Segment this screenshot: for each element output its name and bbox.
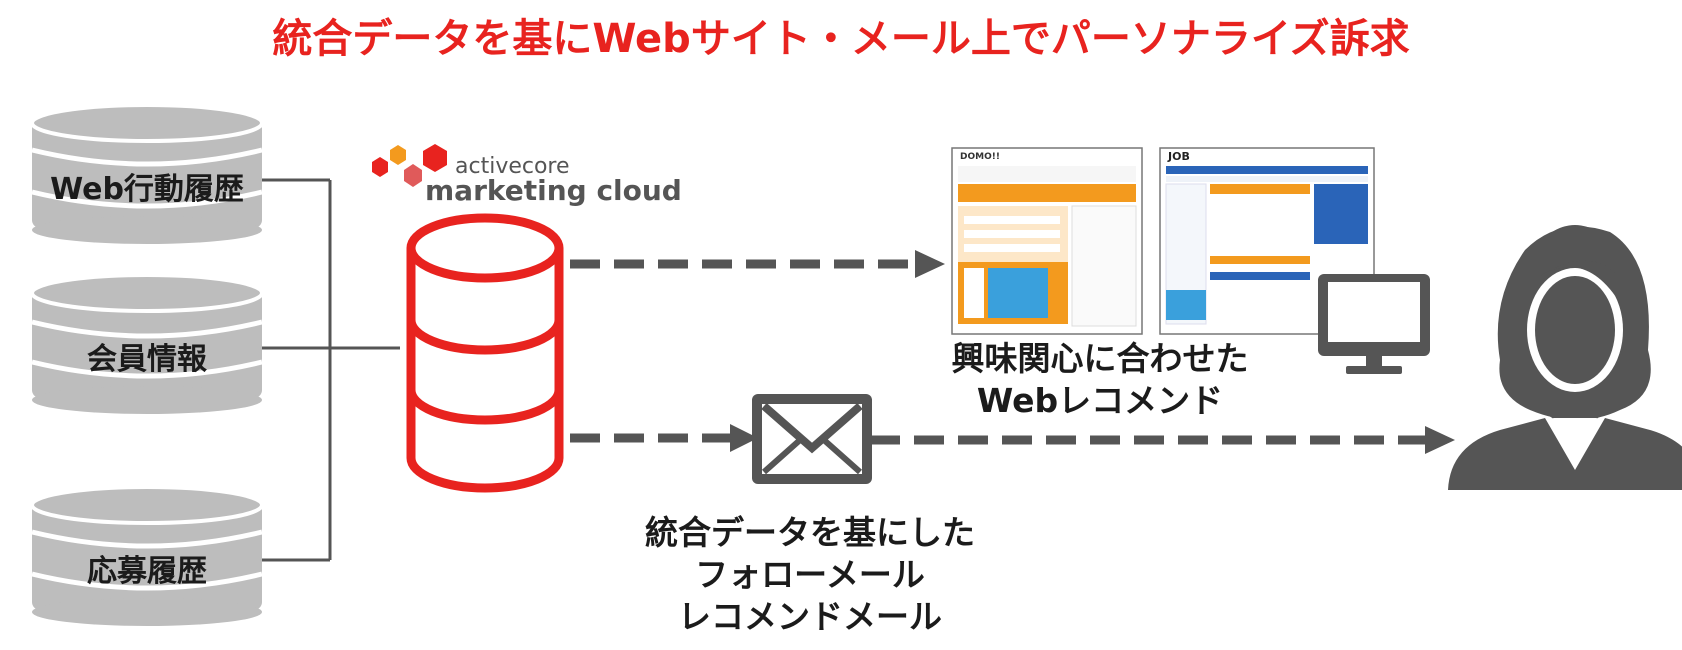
arrow-to-person xyxy=(870,426,1455,454)
mail-caption: 統合データを基にした フォローメール レコメンドメール xyxy=(600,512,1020,638)
arrow-to-mail xyxy=(570,424,758,452)
brand-marketing-cloud: marketing cloud xyxy=(425,174,682,207)
source-db-apply xyxy=(30,485,264,626)
web-screenshot-2 xyxy=(1159,147,1375,335)
activecore-logo-icon xyxy=(372,144,447,187)
arrow-to-web xyxy=(570,250,945,278)
web-screenshot-1 xyxy=(951,147,1143,335)
person-icon xyxy=(1448,225,1682,490)
source-label-web: Web行動履歴 xyxy=(50,172,244,207)
source-db-web xyxy=(30,103,264,244)
screenshot-1-logo: DOMO!! xyxy=(960,152,1000,162)
mail-caption-line2: フォローメール xyxy=(695,555,925,594)
web-caption-line2: Webレコメンド xyxy=(976,381,1224,420)
page-title: 統合データを基にWebサイト・メール上でパーソナライズ訴求 xyxy=(272,16,1410,62)
screenshot-2-logo: JOB xyxy=(1168,150,1190,163)
web-caption: 興味関心に合わせた Webレコメンド xyxy=(900,338,1300,422)
mail-caption-line3: レコメンドメール xyxy=(678,597,942,636)
web-caption-line1: 興味関心に合わせた xyxy=(951,339,1249,378)
source-db-member xyxy=(30,273,264,414)
source-label-member: 会員情報 xyxy=(87,342,207,377)
brand-activecore: activecore xyxy=(455,154,570,179)
mail-caption-line1: 統合データを基にした xyxy=(645,513,975,552)
source-connectors xyxy=(262,178,400,562)
source-label-apply: 応募履歴 xyxy=(87,554,207,589)
central-database-icon xyxy=(406,213,564,493)
envelope-icon xyxy=(752,394,872,484)
monitor-icon xyxy=(1318,274,1430,374)
